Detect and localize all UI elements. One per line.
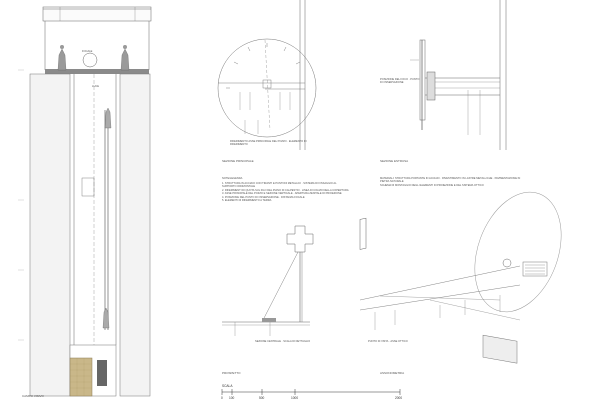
circular-detail — [217, 0, 317, 150]
shaft-wall-right — [119, 73, 151, 397]
shaft-wall-left — [29, 73, 71, 397]
scale-tick: 100 — [229, 396, 235, 400]
scale-bar — [221, 389, 401, 395]
detail-caption-left: RIFERIMENTO ASSE PRINCIPALE DEL POZZO · … — [230, 140, 307, 147]
wall-detail — [410, 0, 507, 150]
scale-tick: 0 — [221, 396, 223, 400]
view-label-top-left: SEZIONE PRINCIPALE — [222, 159, 254, 163]
drawing-label-1: FOCALE — [82, 50, 93, 53]
notes-left-block: 1. STRUTTURA IN ACCIAIO CON TIRANTI E PU… — [222, 182, 350, 202]
note-line: 3. ASSE PRINCIPALE DEL POZZO E SEZIONE V… — [222, 192, 342, 196]
note-line: SCHEMA DI MONTAGGIO DEGLI ELEMENTI DI PR… — [380, 183, 484, 187]
notes-right-block: MATERIALI: STRUTTURA PORTANTE IN ACCIAIO… — [380, 177, 530, 187]
shaft-section — [18, 6, 152, 397]
view-label-bottom-right: ASSONOMETRIA — [380, 371, 405, 375]
note-line: 5. ELEMENTI DI RIFERIMENTO A TERRA — [222, 199, 272, 203]
scale-tick: 500 — [259, 396, 265, 400]
detail-caption-right: POSIZIONE DEL FOCO · PUNTO DI OSSERVAZIO… — [380, 78, 420, 85]
side-label: CAMPO VISIVO — [22, 394, 44, 398]
scale-tick: 1000 — [291, 396, 299, 400]
drawing-label-2: LUCE — [92, 85, 99, 88]
note-line: 4. POSIZIONE DEL PUNTO DI OSSERVAZIONE ·… — [222, 195, 305, 199]
elevation-caption: SEZIONE CENTRALE · SCALA DI DETTAGLIO — [255, 340, 311, 343]
note-line: 2. RIFERIMENTI DI QUOTA SUL FILO DEL PIA… — [222, 188, 349, 192]
axo-caption: PUNTO DI VISTA · ASSE OTTICO — [368, 340, 408, 343]
scale-label: SCALA — [222, 384, 233, 388]
note-line: 1. STRUTTURA IN ACCIAIO CON TIRANTI E PU… — [222, 182, 337, 189]
figure-silhouette — [57, 48, 67, 71]
view-label-top-right: SEZIONE ESTRUSA — [380, 159, 409, 163]
stone-base — [69, 357, 93, 397]
note-line: MATERIALI: STRUTTURA PORTANTE IN ACCIAIO… — [380, 177, 521, 184]
roof-canopy — [42, 6, 152, 22]
top-slab — [45, 69, 149, 74]
cross-elevation — [222, 225, 314, 336]
scale-tick: 2000 — [395, 396, 403, 400]
notes-title: NOTE/LEGENDA — [222, 177, 243, 180]
view-label-bottom-left: PROSPETTO — [222, 371, 241, 375]
axonometric-view — [359, 191, 562, 364]
